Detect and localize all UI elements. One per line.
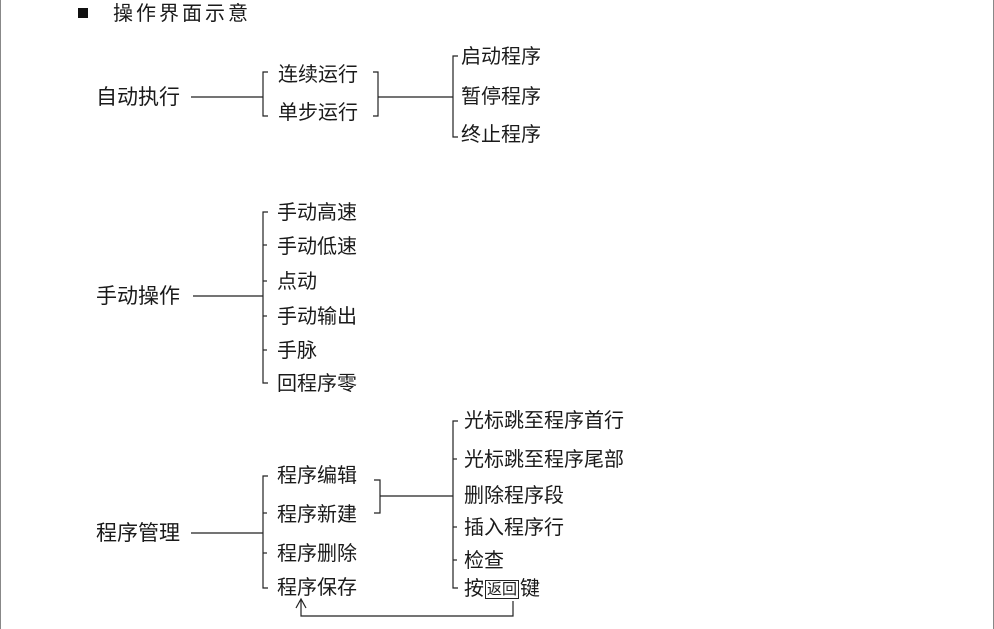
g1-mode-2: 单步运行 (278, 100, 358, 124)
g2-root-label: 手动操作 (96, 284, 180, 308)
g3-mode-3: 程序删除 (277, 541, 357, 565)
return-arrow-head-icon (295, 597, 307, 609)
g1-right-bracket (373, 71, 379, 117)
g2-mode-6: 回程序零 (277, 371, 357, 395)
g3-action-2: 光标跳至程序尾部 (464, 447, 624, 471)
g3-root-label: 程序管理 (96, 521, 180, 545)
g1-action-3: 终止程序 (461, 122, 541, 146)
g3-action-3: 删除程序段 (464, 483, 564, 507)
g3-mode-1: 程序编辑 (277, 463, 357, 487)
return-key-box: 返回 (485, 580, 520, 599)
g1-action-bracket (452, 55, 458, 138)
g2-mode-4: 手动输出 (277, 304, 357, 328)
g3-mode-2: 程序新建 (277, 502, 357, 526)
g1-action-2: 暂停程序 (461, 84, 541, 108)
g2-mode-2: 手动低速 (277, 234, 357, 258)
g3-action-5: 检查 (464, 548, 504, 572)
header-title: 操作界面示意 (113, 1, 251, 25)
g1-action-1: 启动程序 (461, 44, 541, 68)
g1-root-label: 自动执行 (96, 85, 180, 109)
g3-mode-4: 程序保存 (277, 575, 357, 599)
g3-action-1: 光标跳至程序首行 (464, 408, 624, 432)
g3-right-bracket (374, 479, 381, 514)
g3-action-6-prefix: 按 (464, 576, 484, 600)
g3-action-bracket (452, 420, 458, 589)
g3-action-6: 按返回键 (464, 576, 540, 600)
header-bullet-icon (78, 8, 88, 18)
g1-mode-1: 连续运行 (278, 62, 358, 86)
g3-action-4: 插入程序行 (464, 515, 564, 539)
g2-mode-1: 手动高速 (277, 200, 357, 224)
g2-mode-3: 点动 (277, 269, 317, 293)
g2-mode-5: 手脉 (277, 338, 317, 362)
g1-left-bracket (262, 71, 268, 117)
g2-left-bracket (262, 211, 268, 384)
g3-action-6-suffix: 键 (520, 576, 541, 600)
return-arrow-line (300, 600, 514, 617)
g3-left-bracket (262, 475, 268, 589)
